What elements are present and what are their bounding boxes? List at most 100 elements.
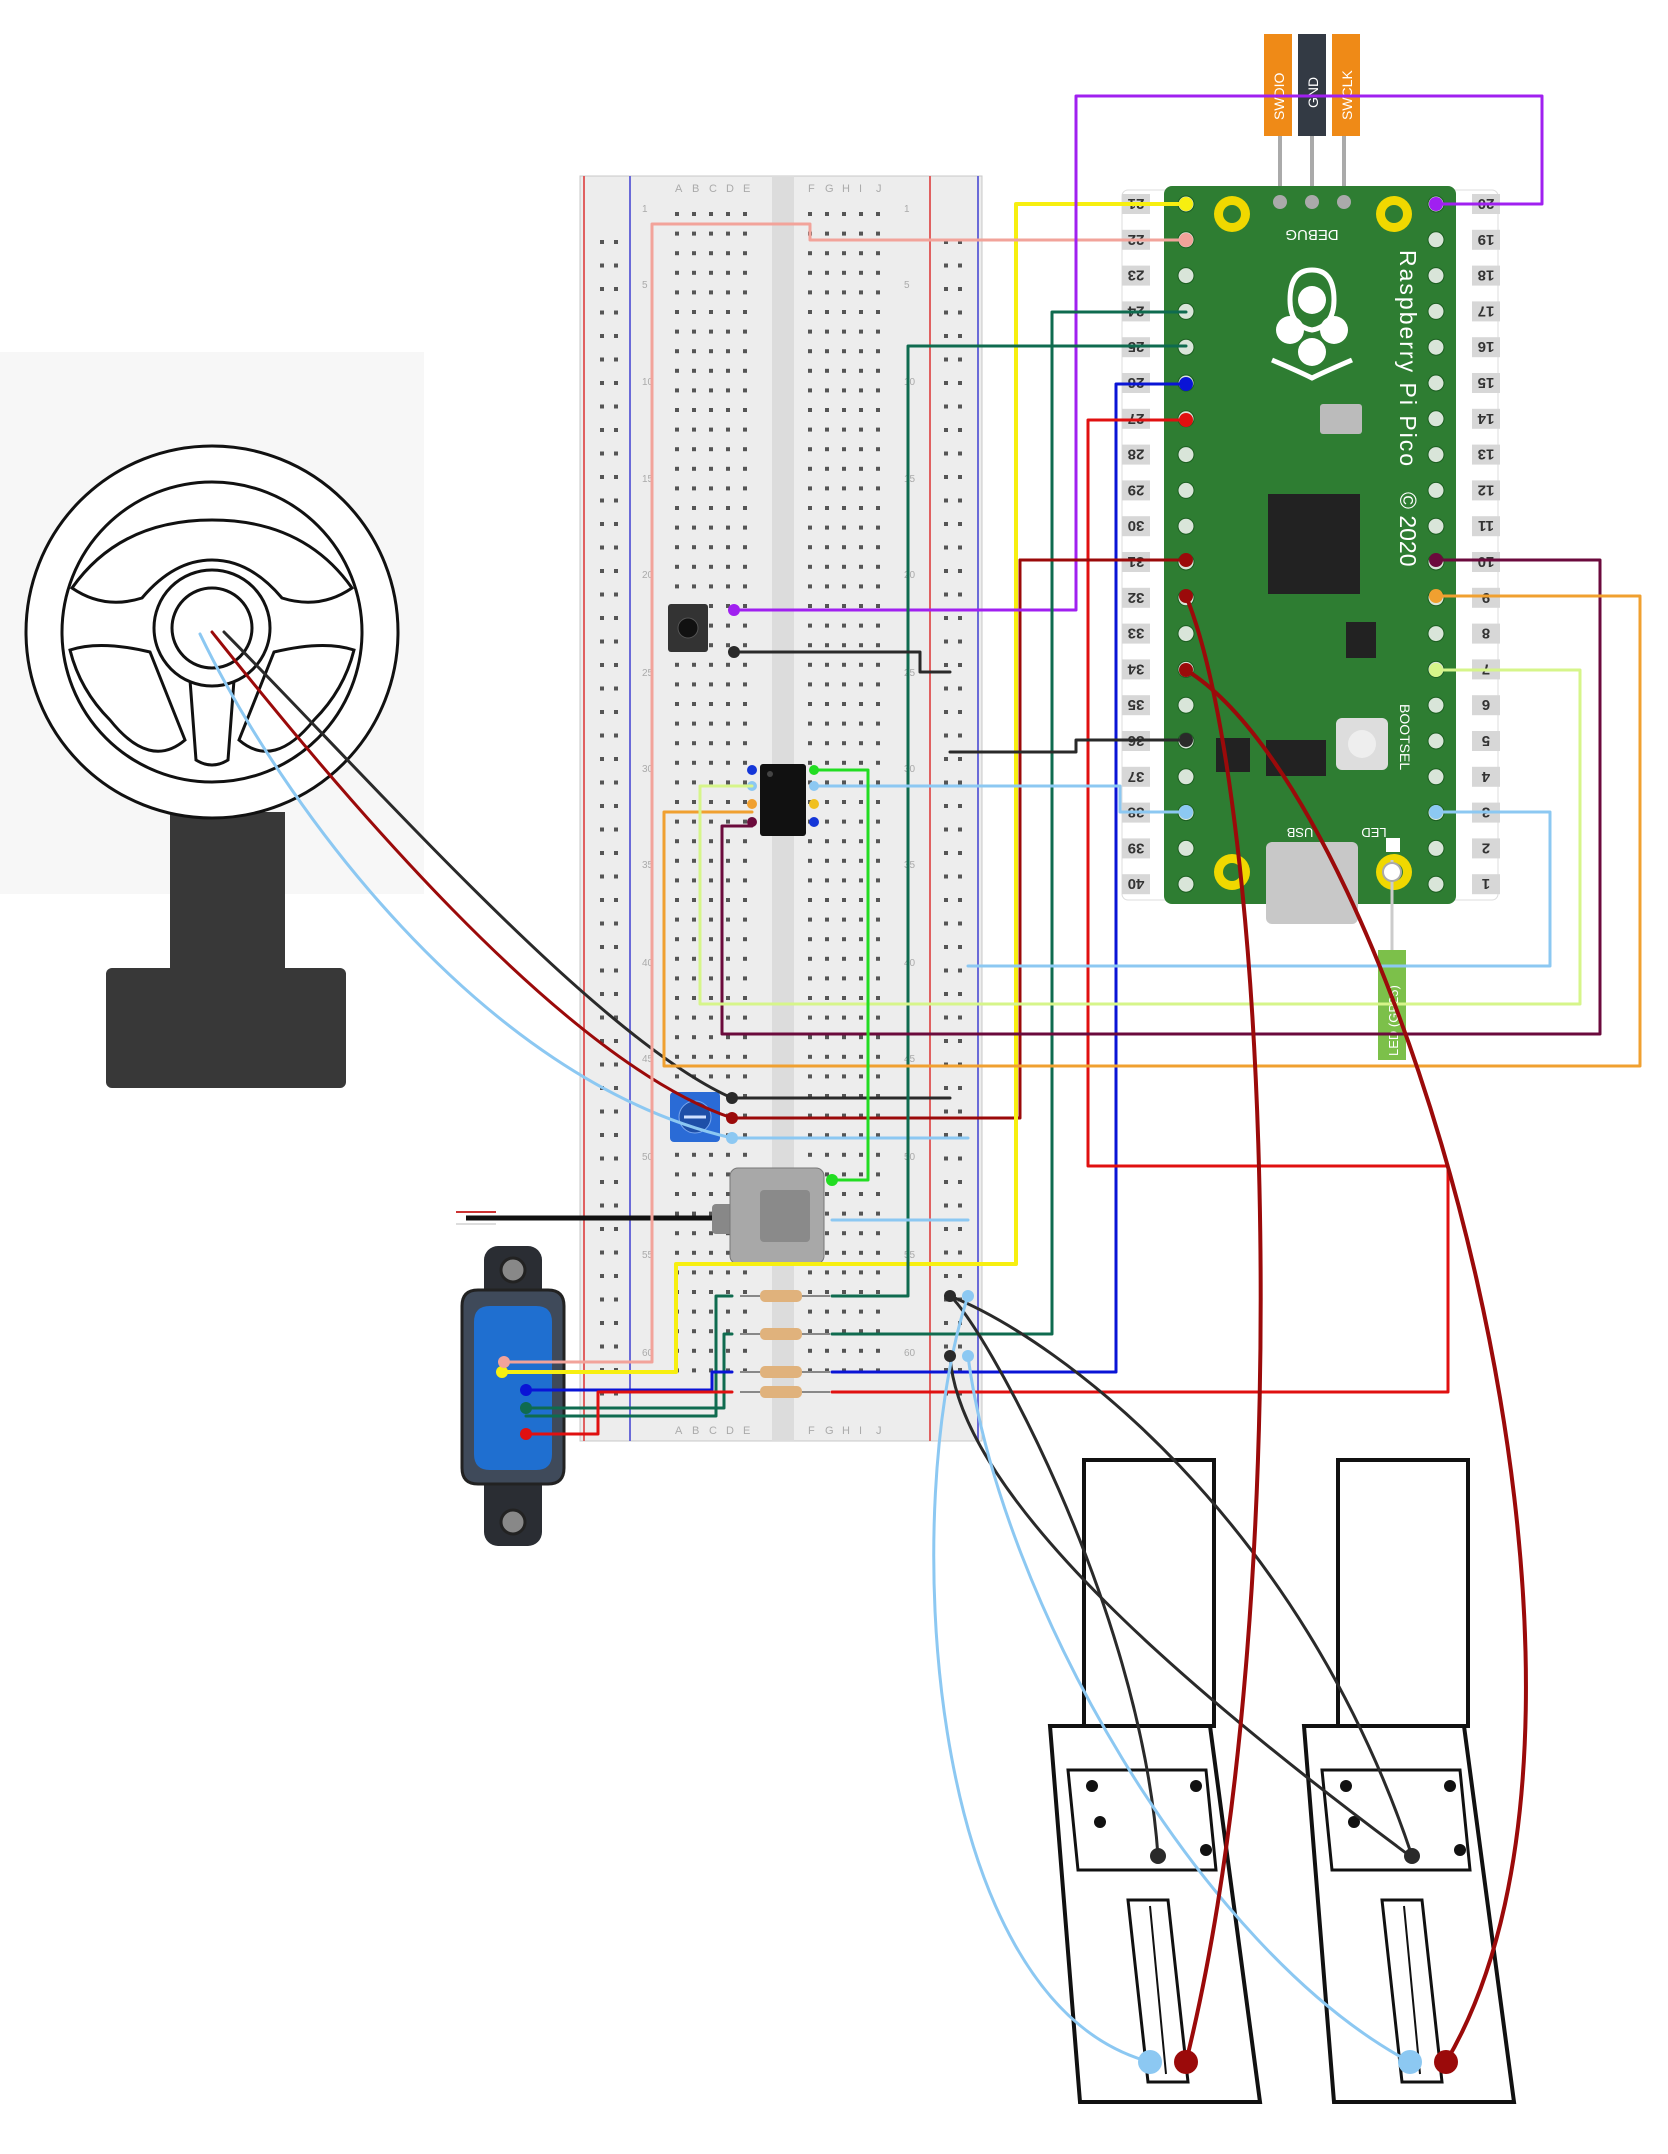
breadboard-hole	[726, 466, 730, 471]
breadboard-hole	[876, 1231, 880, 1236]
gnd-label: GND	[1305, 77, 1321, 108]
breadboard-hole	[692, 506, 696, 510]
breadboard-hole	[876, 1172, 880, 1177]
breadboard-hole	[709, 1368, 713, 1373]
breadboard-hole	[743, 1113, 747, 1118]
rail-hole	[600, 310, 604, 315]
breadboard-hole	[743, 721, 747, 726]
rail-hole	[600, 1015, 604, 1020]
db9-connector	[460, 1246, 566, 1546]
breadboard-hole	[859, 408, 863, 412]
breadboard-hole	[726, 996, 730, 1000]
breadboard-hole	[743, 839, 747, 844]
breadboard-hole	[859, 1133, 863, 1138]
breadboard-hole	[825, 623, 829, 628]
breadboard-hole	[675, 564, 679, 569]
breadboard-hole	[743, 1133, 747, 1138]
pico-pin	[1427, 839, 1445, 857]
breadboard-hole	[825, 780, 829, 785]
breadboard-hole	[808, 408, 812, 412]
breadboard-hole	[859, 1348, 863, 1353]
breadboard-hole	[825, 1133, 829, 1138]
rail-hole	[614, 475, 618, 479]
breadboard-hole	[692, 564, 696, 569]
wire-dark-green-3	[524, 1294, 734, 1418]
wire-red	[830, 418, 1450, 1394]
breadboard-hole	[876, 466, 880, 471]
breadboard-hole	[692, 819, 696, 824]
breadboard-hole	[876, 780, 880, 785]
rail-hole	[614, 921, 618, 926]
breadboard-hole	[825, 1270, 829, 1275]
breadboard-hole	[825, 800, 829, 804]
breadboard-hole	[859, 329, 863, 334]
breadboard-hole	[675, 1231, 679, 1236]
row-letter: E	[743, 1425, 750, 1437]
breadboard-hole	[859, 800, 863, 804]
breadboard-hole	[808, 1152, 812, 1157]
rail-hole	[614, 1344, 618, 1349]
pico-pin	[1177, 839, 1195, 857]
breadboard-hole	[808, 839, 812, 844]
rail-hole	[944, 498, 948, 503]
rail-hole	[958, 522, 962, 526]
pico-pin	[1427, 267, 1445, 285]
breadboard-hole	[743, 800, 747, 804]
breadboard-hole	[842, 604, 846, 608]
breadboard-hole	[825, 486, 829, 491]
breadboard-hole	[808, 937, 812, 942]
breadboard-hole	[675, 329, 679, 334]
breadboard-hole	[859, 741, 863, 746]
pico-board-name: Raspberry Pi Pico	[1395, 250, 1421, 468]
rail-hole	[944, 1086, 948, 1090]
rail-hole	[958, 287, 962, 291]
pin-label-bg	[1472, 587, 1500, 608]
rail-hole	[958, 1039, 962, 1043]
breadboard-hole	[859, 1054, 863, 1059]
column-number: 10	[904, 377, 916, 388]
pin-label-bg	[1472, 874, 1500, 895]
pin-label-bg	[1122, 838, 1150, 859]
breadboard-hole	[692, 408, 696, 412]
rail-hole	[944, 522, 948, 526]
column-number: 1	[904, 204, 910, 215]
breadboard-hole	[876, 329, 880, 334]
rail-hole	[600, 592, 604, 597]
rail-hole	[958, 898, 962, 902]
rail-hole	[944, 1344, 948, 1349]
breadboard-hole	[842, 466, 846, 471]
breadboard-hole	[726, 878, 730, 883]
breadboard-hole	[876, 1133, 880, 1138]
breadboard-hole	[876, 760, 880, 765]
rail-hole	[600, 1039, 604, 1043]
rail-hole	[944, 310, 948, 315]
rail-hole	[600, 686, 604, 691]
rail-hole	[600, 1344, 604, 1349]
breadboard-hole	[726, 270, 730, 275]
row-letter: A	[675, 183, 683, 195]
breadboard-hole	[859, 1368, 863, 1373]
rail-hole	[958, 498, 962, 503]
breadboard-hole	[859, 780, 863, 785]
breadboard-hole	[842, 937, 846, 942]
rail-hole	[958, 451, 962, 456]
breadboard-hole	[743, 682, 747, 687]
breadboard-hole	[743, 270, 747, 275]
rail-hole	[958, 1227, 962, 1231]
breadboard-hole	[808, 1348, 812, 1353]
breadboard-hole	[842, 1348, 846, 1353]
breadboard-row-letters-bottom: A B C D E F G H I J	[675, 1425, 882, 1437]
breadboard-hole	[726, 682, 730, 687]
row-letter: D	[726, 1425, 734, 1437]
breadboard-hole	[859, 1290, 863, 1294]
breadboard-hole	[842, 525, 846, 530]
breadboard-hole	[876, 1309, 880, 1314]
pin-label-bg	[1472, 337, 1500, 358]
breadboard-hole	[825, 427, 829, 432]
breadboard-hole	[842, 839, 846, 844]
rail-hole	[958, 592, 962, 597]
row-letter: J	[876, 1425, 882, 1437]
breadboard-hole	[709, 682, 713, 687]
breadboard-hole	[808, 310, 812, 314]
rail-hole	[958, 1274, 962, 1278]
